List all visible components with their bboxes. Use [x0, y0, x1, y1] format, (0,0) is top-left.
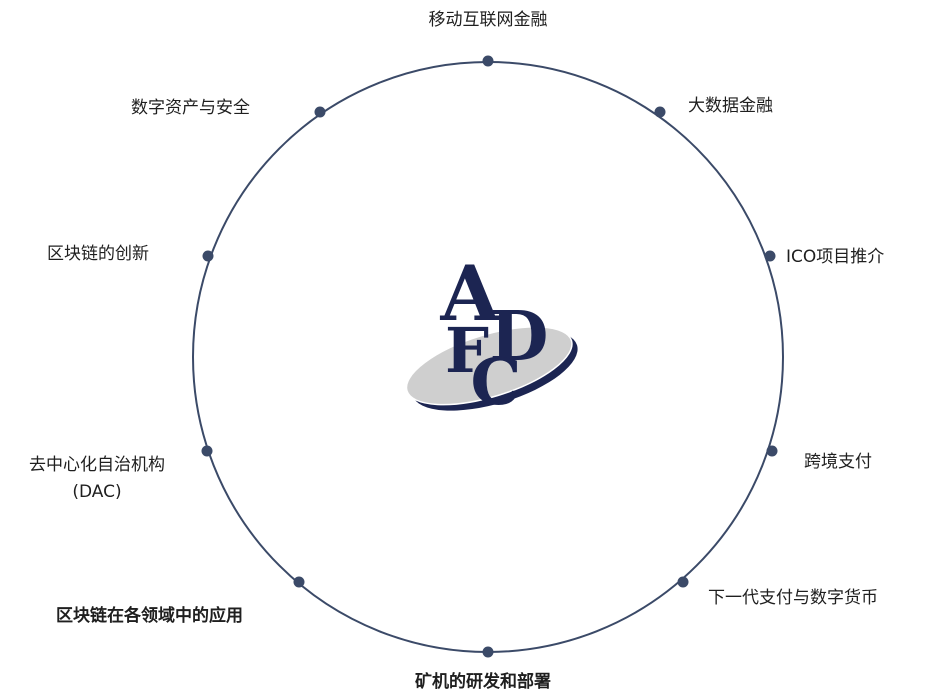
node-dot-br	[677, 576, 689, 588]
node-dot-rr	[764, 250, 776, 262]
node-label-ur: 大数据金融	[688, 96, 773, 116]
logo-letter-a: A	[440, 249, 501, 338]
node-label-ll-line1: 去中心化自治机构	[29, 455, 165, 475]
node-label-rr: ICO项目推介	[786, 247, 885, 267]
afdc-logo: A F D C	[405, 249, 578, 420]
node-label-bl: 区块链在各领域中的应用	[56, 606, 243, 626]
logo-letter-d: D	[490, 297, 549, 377]
node-dot-lr	[766, 445, 778, 457]
node-dot-ll	[201, 445, 213, 457]
node-label-bottom: 矿机的研发和部署	[415, 672, 551, 692]
node-dot-tl	[314, 106, 326, 118]
node-dot-bl	[293, 576, 305, 588]
logo-letter-f: F	[445, 314, 489, 387]
node-dot-bottom	[482, 646, 494, 658]
node-label-lr: 跨境支付	[804, 452, 872, 472]
logo-letter-c: C	[471, 345, 522, 420]
node-label-tl: 数字资产与安全	[131, 98, 250, 118]
node-dot-ul	[202, 250, 214, 262]
node-dot-top	[482, 55, 494, 67]
node-label-top: 移动互联网金融	[428, 10, 548, 30]
node-label-br: 下一代支付与数字货币	[708, 588, 878, 608]
node-label-ul: 区块链的创新	[47, 244, 149, 264]
node-dot-ur	[654, 106, 666, 118]
node-label-ll: 去中心化自治机构 (DAC)	[12, 452, 182, 506]
node-label-ll-line2: (DAC)	[72, 482, 122, 502]
